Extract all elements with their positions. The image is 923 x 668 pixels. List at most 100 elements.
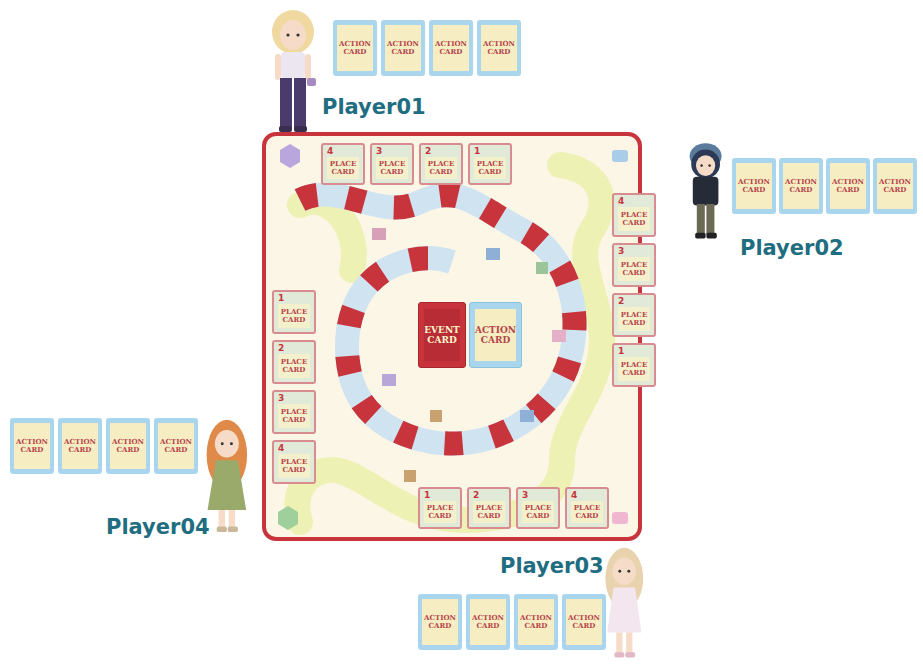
card-label: ACTION CARD — [566, 599, 602, 645]
track-band — [297, 165, 602, 522]
track-tiles — [300, 194, 575, 443]
place-card: 2PLACE CARD — [272, 340, 316, 384]
card-label: PLACE CARD — [473, 501, 505, 523]
card-label: ACTION CARD — [385, 25, 421, 71]
action-card: ACTION CARD — [779, 158, 823, 214]
player-figure — [690, 143, 722, 238]
action-card: ACTION CARD — [429, 20, 473, 76]
corner-icon — [612, 512, 628, 524]
place-card: 3PLACE CARD — [370, 143, 414, 185]
action-card: ACTION CARD — [826, 158, 870, 214]
card-label: ACTION CARD — [830, 163, 866, 209]
player-name: Player04 — [106, 517, 210, 538]
card-number: 1 — [278, 294, 284, 304]
place-card: 3PLACE CARD — [612, 243, 656, 287]
card-label: PLACE CARD — [474, 157, 506, 179]
player-name: Player02 — [740, 238, 844, 259]
card-label: PLACE CARD — [278, 454, 310, 478]
card-label: ACTION CARD — [736, 163, 772, 209]
card-label: ACTION CARD — [475, 309, 516, 361]
action-card: ACTION CARD — [381, 20, 425, 76]
place-card: 4PLACE CARD — [565, 487, 609, 529]
action-card: ACTION CARD — [154, 418, 198, 474]
card-number: 1 — [424, 491, 430, 501]
game-board — [264, 134, 640, 539]
card-label: PLACE CARD — [618, 357, 650, 381]
card-number: 4 — [571, 491, 577, 501]
action-card: ACTION CARD — [106, 418, 150, 474]
place-card: 2PLACE CARD — [419, 143, 463, 185]
card-label: ACTION CARD — [783, 163, 819, 209]
card-label: PLACE CARD — [376, 157, 408, 179]
card-label: ACTION CARD — [337, 25, 373, 71]
card-label: EVENT CARD — [424, 309, 460, 361]
place-card: 3PLACE CARD — [272, 390, 316, 434]
action-card: ACTION CARD — [10, 418, 54, 474]
card-number: 3 — [522, 491, 528, 501]
card-label: PLACE CARD — [571, 501, 603, 523]
card-number: 1 — [618, 347, 624, 357]
action-card: ACTION CARD — [418, 594, 462, 650]
card-label: ACTION CARD — [470, 599, 506, 645]
player-name: Player03 — [500, 556, 604, 577]
place-card: 4PLACE CARD — [612, 193, 656, 237]
card-label: PLACE CARD — [278, 404, 310, 428]
place-icons — [372, 228, 566, 482]
action-card: ACTION CARD — [873, 158, 917, 214]
place-card: 4PLACE CARD — [321, 143, 365, 185]
player-figure — [207, 420, 247, 532]
card-label: ACTION CARD — [14, 423, 50, 469]
player-figure — [605, 548, 643, 658]
card-label: PLACE CARD — [618, 257, 650, 281]
action-card: ACTION CARD — [732, 158, 776, 214]
card-label: PLACE CARD — [618, 307, 650, 331]
card-number: 4 — [327, 147, 333, 157]
card-number: 2 — [425, 147, 431, 157]
card-label: ACTION CARD — [158, 423, 194, 469]
card-label: PLACE CARD — [522, 501, 554, 523]
corner-icon — [612, 150, 628, 162]
card-label: ACTION CARD — [422, 599, 458, 645]
action-card: ACTION CARD — [466, 594, 510, 650]
action-card: ACTION CARD — [562, 594, 606, 650]
card-label: ACTION CARD — [518, 599, 554, 645]
card-label: ACTION CARD — [110, 423, 146, 469]
event-card: EVENT CARD — [418, 302, 466, 368]
action-card-deck: ACTION CARD — [469, 302, 522, 368]
action-card: ACTION CARD — [58, 418, 102, 474]
action-card: ACTION CARD — [477, 20, 521, 76]
action-card: ACTION CARD — [333, 20, 377, 76]
place-card: 3PLACE CARD — [516, 487, 560, 529]
card-number: 3 — [618, 247, 624, 257]
card-number: 2 — [278, 344, 284, 354]
place-card: 4PLACE CARD — [272, 440, 316, 484]
place-card: 1PLACE CARD — [272, 290, 316, 334]
card-label: PLACE CARD — [278, 354, 310, 378]
card-number: 4 — [618, 197, 624, 207]
place-card: 2PLACE CARD — [612, 293, 656, 337]
action-card: ACTION CARD — [514, 594, 558, 650]
card-number: 2 — [618, 297, 624, 307]
track-spiral — [300, 194, 575, 443]
player-figure — [272, 10, 316, 132]
card-label: PLACE CARD — [327, 157, 359, 179]
card-label: ACTION CARD — [877, 163, 913, 209]
card-label: PLACE CARD — [618, 207, 650, 231]
card-number: 2 — [473, 491, 479, 501]
place-card: 2PLACE CARD — [467, 487, 511, 529]
place-card: 1PLACE CARD — [468, 143, 512, 185]
card-number: 4 — [278, 444, 284, 454]
place-card: 1PLACE CARD — [418, 487, 462, 529]
corner-icon — [280, 144, 300, 168]
player-name: Player01 — [322, 97, 426, 118]
card-number: 3 — [376, 147, 382, 157]
card-number: 3 — [278, 394, 284, 404]
card-label: ACTION CARD — [62, 423, 98, 469]
card-label: PLACE CARD — [425, 157, 457, 179]
corner-icon — [278, 506, 298, 530]
card-label: PLACE CARD — [424, 501, 456, 523]
track-band — [300, 202, 354, 270]
card-label: ACTION CARD — [481, 25, 517, 71]
card-label: PLACE CARD — [278, 304, 310, 328]
place-card: 1PLACE CARD — [612, 343, 656, 387]
